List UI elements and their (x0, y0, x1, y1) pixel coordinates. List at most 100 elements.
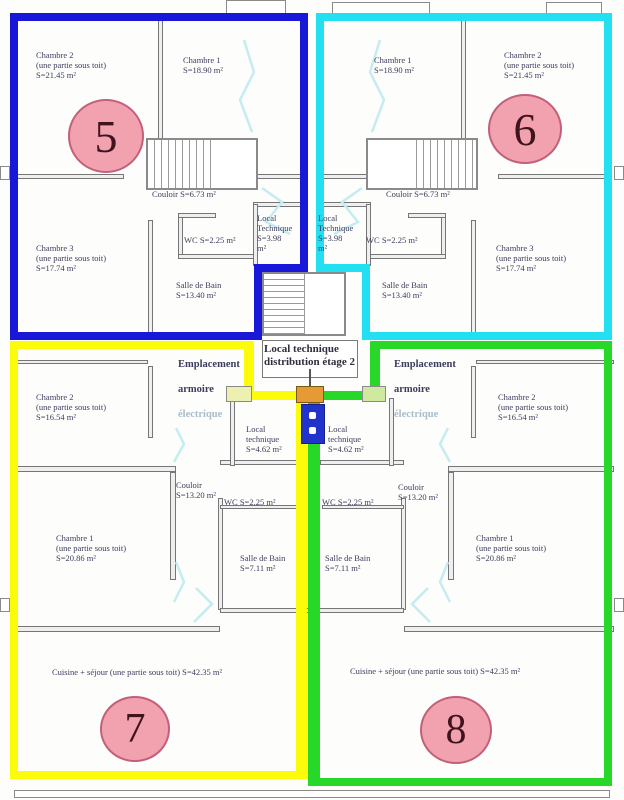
label-local-distribution: Local technique distribution étage 2 (264, 343, 356, 368)
label-apt6-salle-de-bain: Salle de Bain S=13.40 m² (382, 280, 428, 301)
wall (178, 254, 254, 259)
apt6-outline-jog (362, 264, 370, 340)
wall (448, 472, 454, 580)
cut-line (238, 39, 256, 133)
wall (408, 213, 446, 218)
stair-treads (264, 274, 305, 334)
apt6-number: 6 (513, 103, 537, 155)
label-apt5-wc: WC S=2.25 m² (184, 235, 236, 245)
apt8-badge: 8 (420, 696, 492, 764)
stair-treads (410, 140, 476, 188)
label-apt7-salle-de-bain: Salle de Bain S=7.11 m² (240, 553, 286, 574)
apt5-outline-jog (254, 264, 308, 272)
cut-line (333, 186, 363, 236)
wall (322, 505, 404, 509)
label-apt6-chambre2: Chambre 2 (une partie sous toit) S=21.45… (504, 50, 575, 81)
emplacement-line2: armoire (394, 383, 430, 395)
label-apt7-chambre2: Chambre 2 (une partie sous toit) S=16.54… (36, 392, 107, 423)
wall (389, 398, 394, 466)
apt6-outline-jog (316, 264, 370, 272)
emplacement-line2: armoire (178, 383, 214, 395)
wall (404, 626, 614, 632)
label-apt7-chambre1: Chambre 1 (une partie sous toit) S=20.86… (56, 533, 127, 564)
apt6-badge: 6 (488, 94, 562, 164)
wall (178, 213, 216, 218)
window-tab (0, 598, 10, 612)
stair-treads (148, 140, 214, 188)
label-apt5-couloir: Couloir S=6.73 m² (152, 189, 216, 199)
cut-line (261, 186, 291, 236)
label-apt5-chambre2: Chambre 2 (une partie sous toit) S=21.45… (36, 50, 107, 81)
wall (370, 254, 446, 259)
armoire-slot-right (362, 386, 386, 402)
staircase-apt6 (366, 138, 478, 190)
apt8-outline-jog (308, 391, 374, 400)
apt7-outline-left (10, 341, 18, 779)
cut-line (438, 561, 452, 603)
cut-line (172, 427, 186, 463)
apt6-outline-right (604, 13, 612, 340)
armoire-slot-left (226, 386, 252, 402)
label-apt5-salle-de-bain: Salle de Bain S=13.40 m² (176, 280, 222, 301)
tech-dot (309, 412, 316, 419)
emplacement-line3: électrique (178, 408, 223, 420)
apt8-outline-bottom (314, 778, 612, 786)
label-apt5-local-technique: Local Technique S=3.98 m² (257, 213, 293, 254)
apt7-outline-top (10, 341, 252, 349)
label-apt7-cuisine: Cuisine + séjour (une partie sous toit) … (52, 667, 223, 677)
apt7-outline-jog (244, 391, 307, 400)
window-tab (0, 166, 10, 180)
label-apt8-chambre2: Chambre 2 (une partie sous toit) S=16.54… (498, 392, 569, 423)
label-apt6-couloir: Couloir S=6.73 m² (386, 189, 450, 199)
tech-equipment (301, 404, 325, 444)
distribution-cabinet (296, 386, 324, 403)
apt7-number: 7 (124, 706, 146, 752)
wall (170, 472, 176, 580)
tech-dot (309, 427, 316, 434)
cut-line (172, 561, 186, 603)
wall (476, 360, 614, 364)
label-emplacement-armoire-left: Emplacement armoire électrique (178, 346, 258, 434)
apt6-outline-top (316, 13, 612, 21)
staircase-apt5 (146, 138, 258, 190)
apt5-outline-left (10, 13, 18, 340)
label-apt6-local-technique: Local Technique S=3.98 m² (318, 213, 354, 254)
apt8-outline-jog (370, 341, 380, 397)
emplacement-line1: Emplacement (178, 358, 240, 370)
apt5-number: 5 (94, 110, 118, 162)
label-apt8-couloir: Couloir S=13.20 m² (398, 482, 438, 503)
apt7-outline-center (296, 391, 307, 779)
apt8-outline-top (372, 341, 612, 349)
cut-line (368, 39, 386, 133)
label-apt8-cuisine: Cuisine + séjour (une partie sous toit) … (350, 666, 521, 676)
label-apt7-couloir: Couloir S=13.20 m² (176, 480, 216, 501)
apt7-badge: 7 (100, 696, 170, 762)
label-apt5-chambre1: Chambre 1 S=18.90 m² (183, 55, 223, 76)
label-apt8-wc: WC S=2.25 m² (322, 497, 374, 507)
apt6-outline-bottom (362, 332, 612, 340)
label-apt6-chambre1: Chambre 1 S=18.90 m² (374, 55, 414, 76)
apt7-outline-jog (244, 341, 254, 397)
apt7-outline-bottom (10, 771, 310, 779)
label-apt6-wc: WC S=2.25 m² (366, 235, 418, 245)
wall (148, 366, 153, 438)
apt5-outline-jog (254, 264, 262, 340)
cut-line (193, 587, 214, 623)
label-apt7-local-technique: Local technique S=4.62 m² (246, 424, 282, 455)
apt8-outline-right (604, 341, 612, 786)
pointer-line (309, 369, 311, 387)
label-emplacement-armoire-right: Emplacement armoire électrique (394, 346, 474, 434)
label-apt8-salle-de-bain: Salle de Bain S=7.11 m² (325, 553, 371, 574)
apt6-outline-left (316, 13, 324, 272)
cut-line (438, 427, 452, 463)
label-apt7-wc: WC S=2.25 m² (224, 497, 276, 507)
staircase-common (262, 272, 346, 336)
apt8-number: 8 (445, 707, 467, 753)
label-apt5-chambre3: Chambre 3 (une partie sous toit) S=17.74… (36, 243, 107, 274)
apt5-outline-top (10, 13, 308, 21)
label-apt8-local-technique: Local technique S=4.62 m² (328, 424, 364, 455)
wall (320, 460, 404, 465)
apt5-outline-bottom (10, 332, 262, 340)
